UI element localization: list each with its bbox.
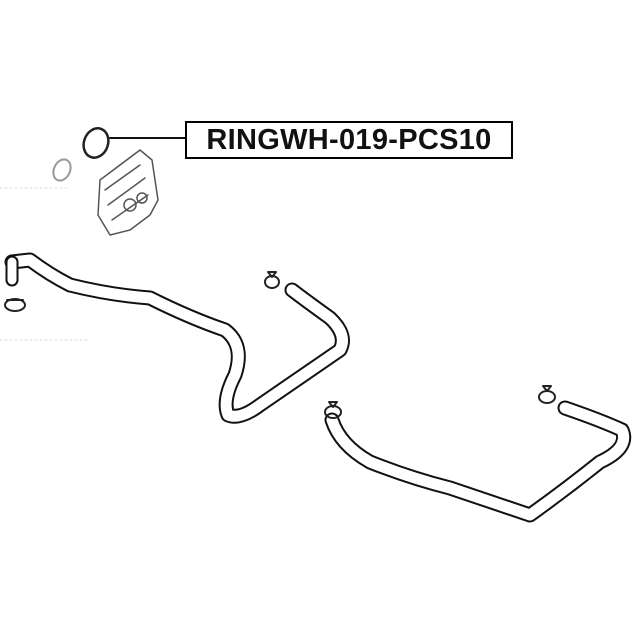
oil-cooler-housing (97, 149, 159, 236)
coolant-hose-1 (4, 252, 350, 424)
hose-clamp (324, 401, 342, 419)
hose-clamp (264, 271, 280, 289)
part-number-label: RINGWH-019-PCS10 (185, 121, 513, 159)
o-ring (82, 127, 110, 159)
hose-clamp (4, 298, 26, 312)
hose-clamp (538, 385, 556, 404)
coolant-hose-2 (324, 400, 632, 523)
reference-lines (0, 187, 91, 341)
small-gasket (52, 158, 72, 182)
